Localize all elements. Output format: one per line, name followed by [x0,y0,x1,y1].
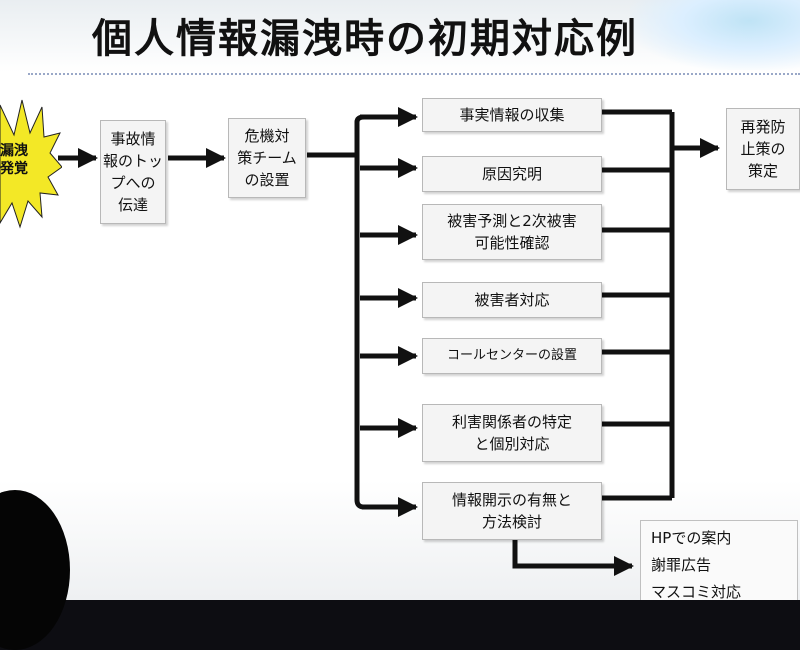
branch-6-line2: と個別対応 [474,435,550,453]
branch-3-line1: 被害予測と2次被害 [447,212,577,230]
trigger-label: 漏洩 発覚 [0,142,34,178]
outcome-prevention-measures: 再発防 止策の 策定 [726,108,800,190]
disclosure-method-website: HPでの案内 [651,529,732,547]
outcome-line3: 策定 [747,162,778,180]
slide-title: 個人情報漏洩時の初期対応例 [92,16,638,62]
branch-root-cause: 原因究明 [422,156,602,192]
step2-line1: 危機対 [244,127,290,145]
branch-6-line1: 利害関係者の特定 [451,413,572,431]
branch-disclosure: 情報開示の有無と 方法検討 [422,482,602,540]
step-crisis-team: 危機対 策チーム の設置 [228,118,306,198]
title-glow [630,0,800,70]
branch-fact-gathering: 事実情報の収集 [422,98,602,132]
slide: 個人情報漏洩時の初期対応例 [0,0,800,600]
step1-line4: 伝達 [117,196,148,214]
branch-7-line2: 方法検討 [481,513,542,531]
branch-victim-response: 被害者対応 [422,282,602,318]
disclosure-method-apology-ad: 謝罪広告 [651,556,712,574]
branch-2-line1: 原因究明 [481,165,542,183]
step1-line2: 報のトッ [102,152,163,170]
disclosure-methods-box: HPでの案内 謝罪広告 マスコミ対応 [640,520,798,600]
disclosure-method-press: マスコミ対応 [651,583,742,600]
arrow-to-disclosure-methods [512,540,634,576]
trunk-top-curve [354,114,372,155]
branch-4-line1: 被害者対応 [474,291,550,309]
branch-5-line1: コールセンターの設置 [446,348,577,363]
step1-line3: プへの [110,174,156,192]
outcome-line2: 止策の [740,140,786,158]
trigger-starburst [0,99,62,229]
trigger-label-line1: 漏洩 [0,143,28,159]
branch-3-line2: 可能性確認 [474,234,550,252]
branch-damage-forecast: 被害予測と2次被害 可能性確認 [422,204,602,260]
step2-line3: の設置 [244,171,290,189]
outcome-line1: 再発防 [740,118,786,136]
branch-1-line1: 事実情報の収集 [459,106,565,124]
step2-line2: 策チーム [237,149,297,167]
branch-7-line1: 情報開示の有無と [451,491,572,509]
title-divider [28,73,800,75]
flow-connectors [78,107,720,576]
branch-call-center: コールセンターの設置 [422,338,602,374]
step-report-to-management: 事故情 報のトッ プへの 伝達 [100,120,166,224]
trigger-label-line2: 発覚 [0,161,28,177]
step1-line1: 事故情 [110,130,156,148]
branch-stakeholders: 利害関係者の特定 と個別対応 [422,404,602,462]
